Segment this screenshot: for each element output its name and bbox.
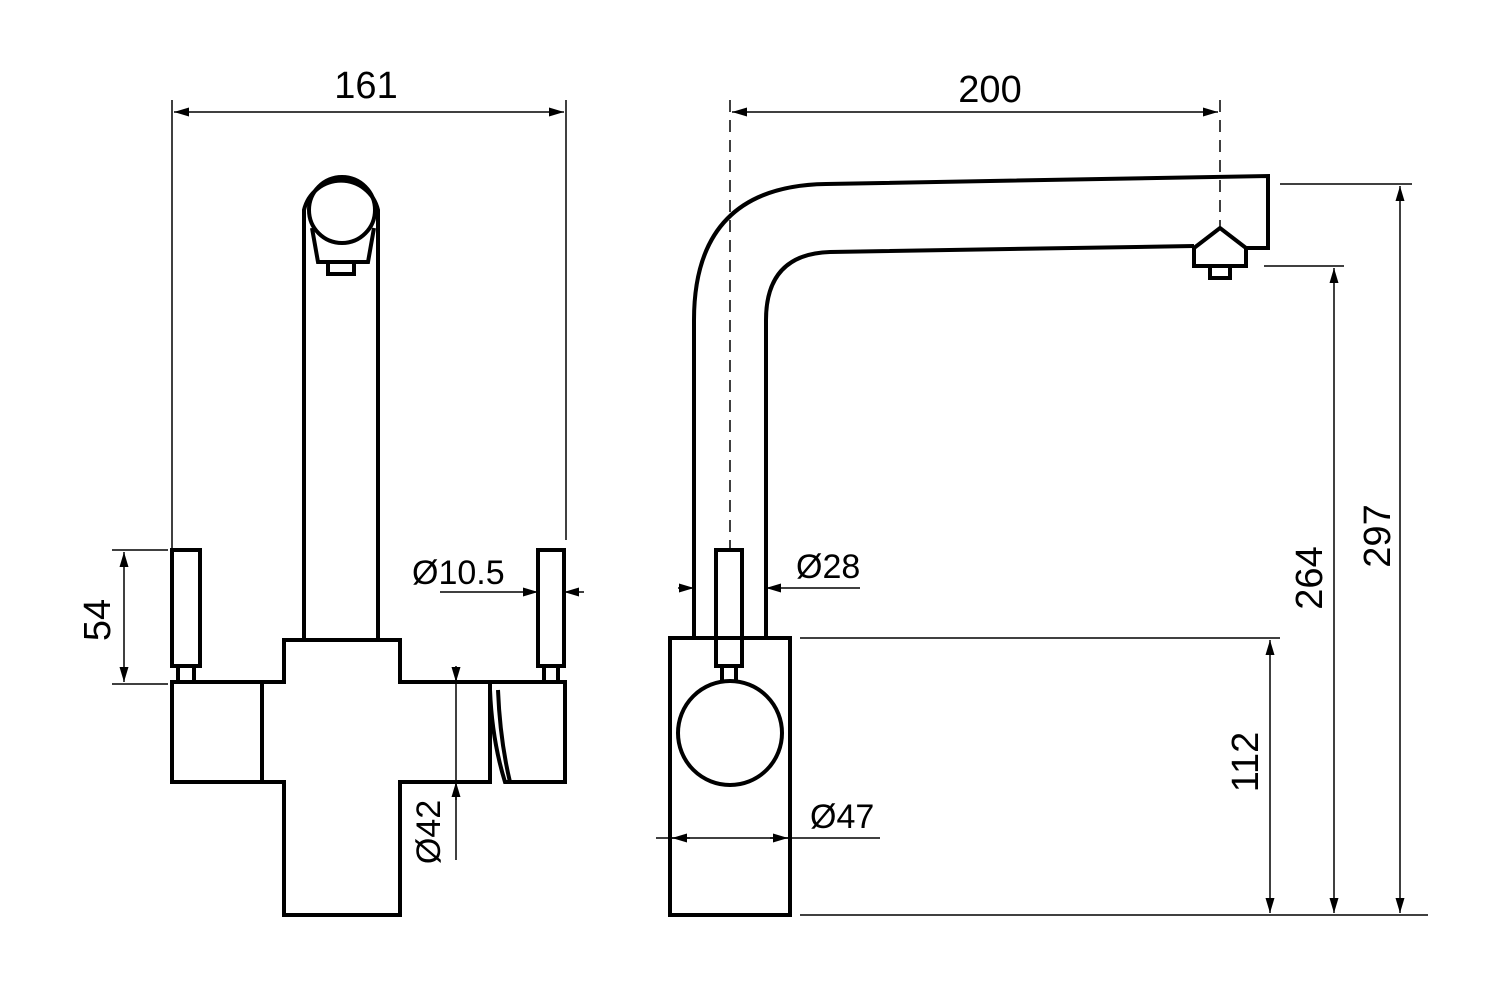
dim-lever-height-label: 54 [77, 599, 119, 641]
dim-total-height-label: 297 [1357, 504, 1399, 567]
dim-lever-diameter-label: Ø10.5 [412, 554, 505, 592]
dim-body-diameter-label: Ø42 [410, 800, 448, 864]
front-spout-head [307, 175, 377, 245]
dim-outlet-height-label: 264 [1289, 546, 1331, 609]
side-spout-inner [764, 244, 1195, 640]
side-aerator-tip [1208, 264, 1232, 280]
side-cartridge [676, 679, 784, 787]
front-right-valve-shade [496, 689, 512, 783]
dim-body-height-label: 112 [1225, 732, 1267, 793]
front-left-valve-block [170, 680, 262, 784]
front-aerator-tip [326, 260, 356, 276]
side-spout-outer [692, 173, 1270, 640]
front-left-lever [170, 548, 202, 668]
side-lever-stem [720, 666, 738, 682]
dim-base-diameter-label: Ø47 [810, 798, 874, 836]
side-aerator [1192, 225, 1248, 268]
dim-spout-diameter-label: Ø28 [796, 548, 860, 586]
dim-reach-label: 200 [958, 69, 1021, 111]
front-right-lever-stem [542, 666, 560, 682]
front-right-lever [536, 548, 566, 668]
side-base-body [668, 636, 792, 917]
side-lever [714, 548, 744, 668]
front-right-valve-block [488, 680, 567, 784]
dim-width-label: 161 [334, 65, 397, 107]
side-view: 200 Ø28 Ø47 112 264 297 [656, 69, 1428, 917]
front-left-lever-stem [176, 666, 196, 682]
front-view: 161 54 Ø10.5 Ø42 [77, 65, 584, 917]
